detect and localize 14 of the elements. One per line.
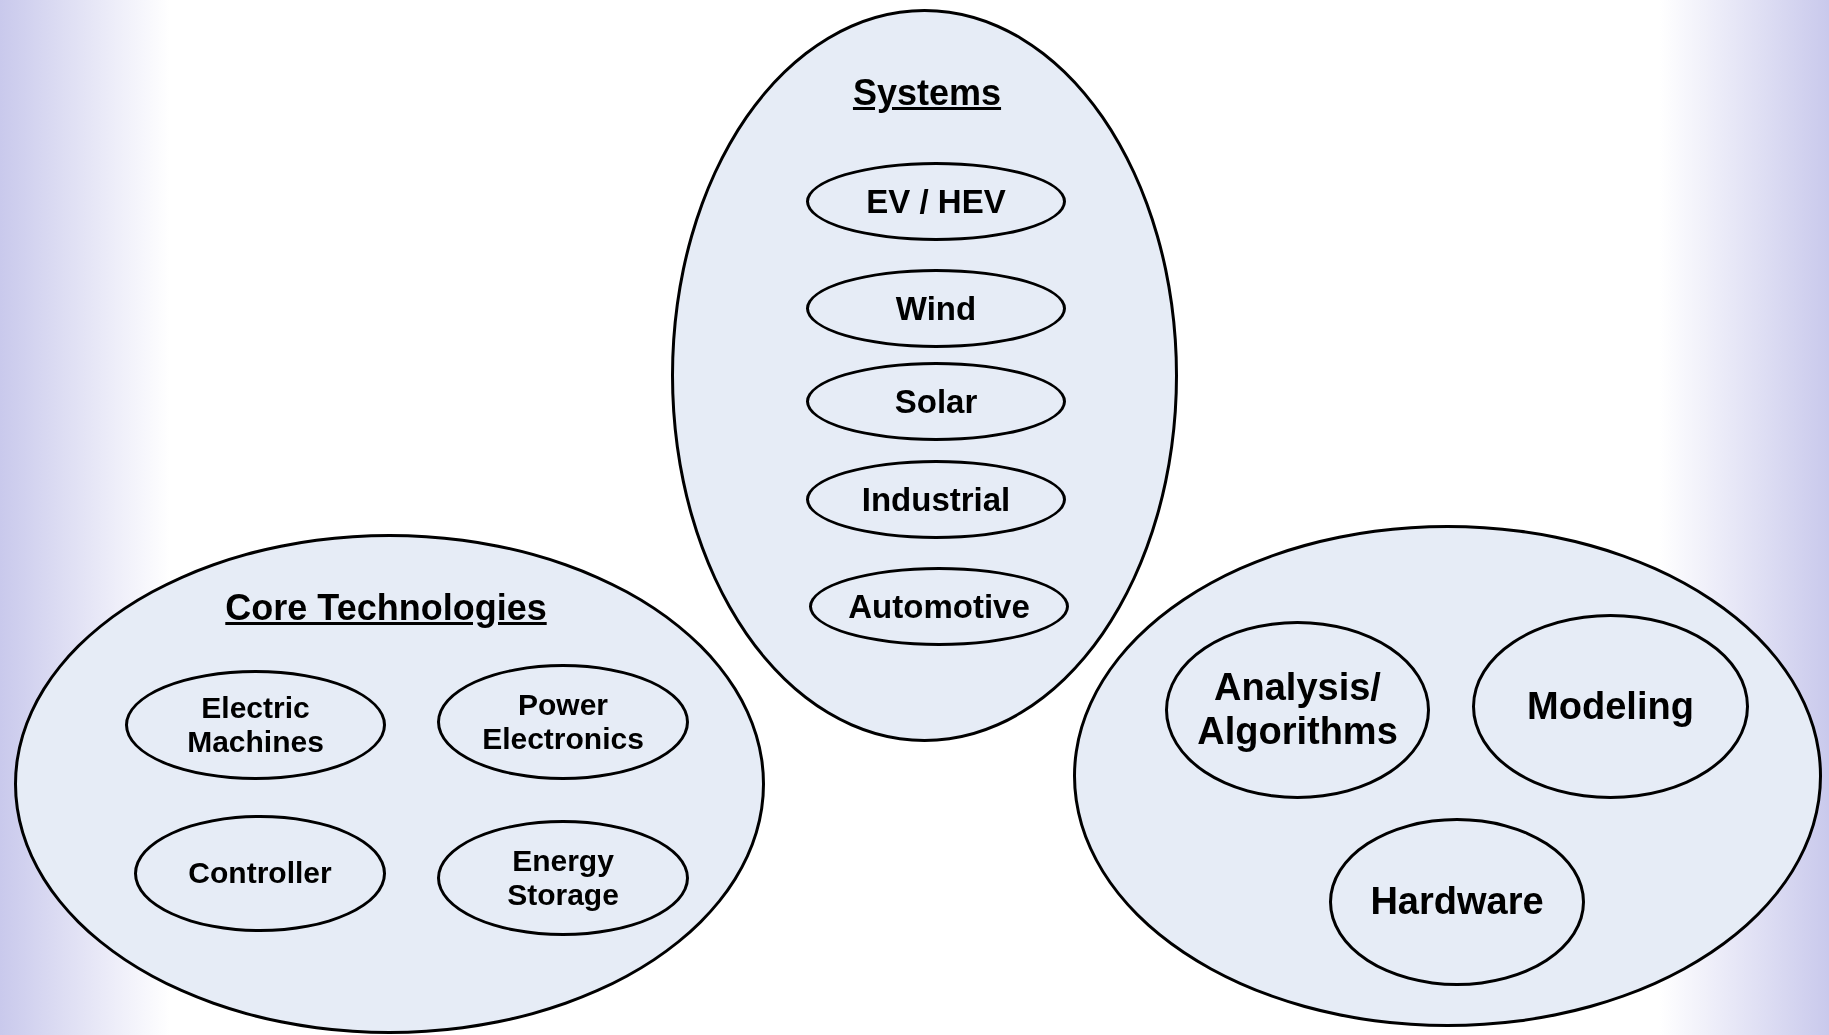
topic-ellipse: Solar xyxy=(806,362,1066,441)
topic-ellipse: Wind xyxy=(806,269,1066,348)
topic-ellipse: Electric Machines xyxy=(125,670,386,780)
topic-ellipse: Analysis/ Algorithms xyxy=(1165,621,1430,799)
group-title: Core Technologies xyxy=(225,587,547,629)
topic-ellipse: Controller xyxy=(134,815,386,932)
topic-ellipse: Energy Storage xyxy=(437,820,689,936)
topic-ellipse: Modeling xyxy=(1472,614,1749,799)
group-title: Systems xyxy=(852,72,1002,114)
topic-ellipse: Hardware xyxy=(1329,818,1585,986)
topic-ellipse: Power Electronics xyxy=(437,664,689,780)
topic-ellipse: Automotive xyxy=(809,567,1069,646)
topic-ellipse: EV / HEV xyxy=(806,162,1066,241)
topic-ellipse: Industrial xyxy=(806,460,1066,539)
